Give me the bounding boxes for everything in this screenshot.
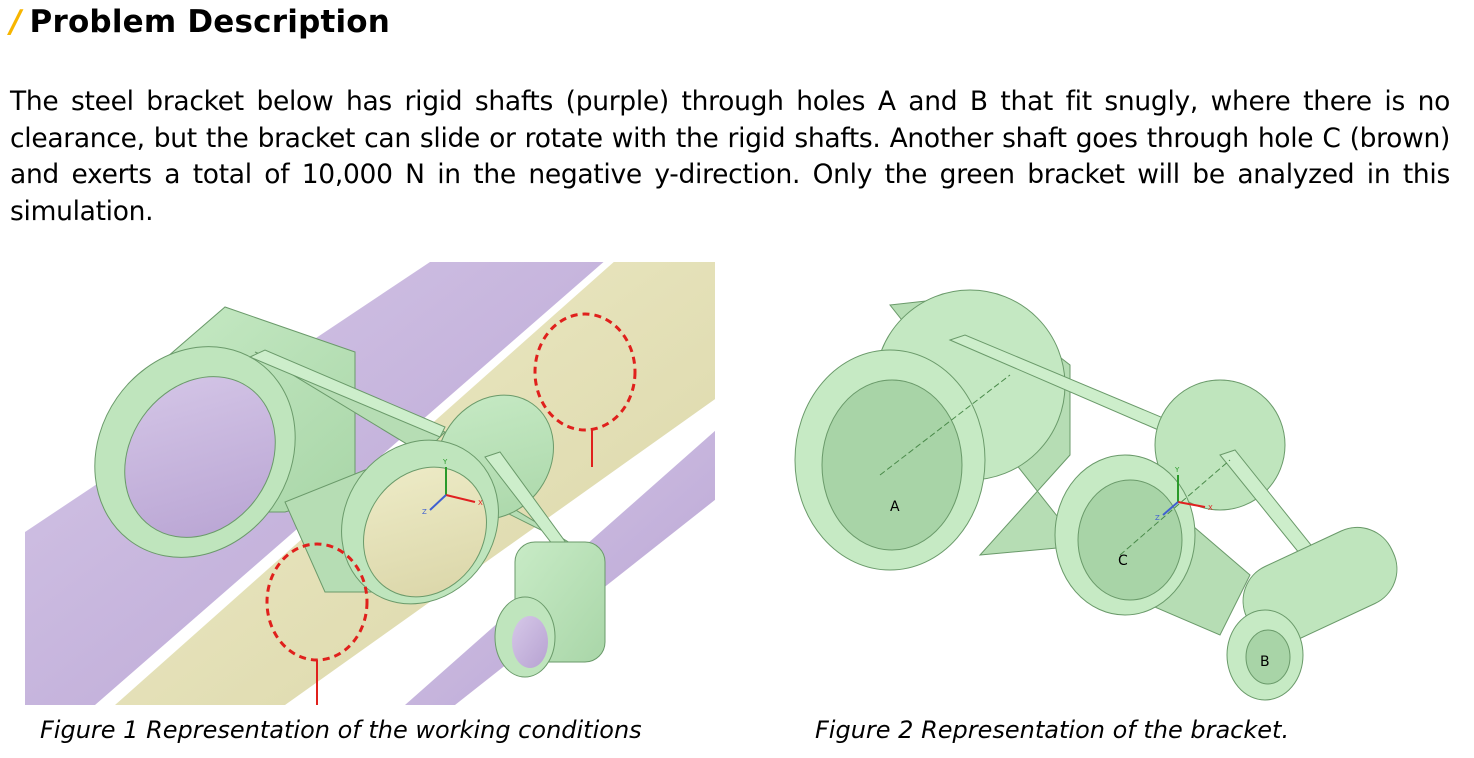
coordinate-axes-icon: Y X Z [1155,466,1213,522]
page-title: /Problem Description [10,4,390,40]
figure-2-caption: Figure 2 Representation of the bracket. [815,716,1290,744]
hole-label-b: B [1260,654,1270,670]
coordinate-axes-icon: Y X Z [422,458,483,516]
svg-text:Z: Z [422,508,427,516]
title-text: Problem Description [29,4,391,40]
svg-text:X: X [1208,504,1213,512]
svg-text:Y: Y [442,458,448,466]
figure-1-caption: Figure 1 Representation of the working c… [40,716,642,744]
figure-1-working-conditions: Y X Z [25,262,715,705]
problem-description: The steel bracket below has rigid shafts… [10,86,1450,227]
svg-text:X: X [478,499,483,507]
hole-label-c: C [1118,553,1128,569]
load-region-marker [533,312,637,432]
title-accent-slash: / [10,4,22,40]
figure-2-bracket: A C B Y X Z [794,289,1398,701]
svg-text:Y: Y [1174,466,1180,474]
hole-label-a: A [890,499,900,515]
svg-text:Z: Z [1155,514,1160,522]
